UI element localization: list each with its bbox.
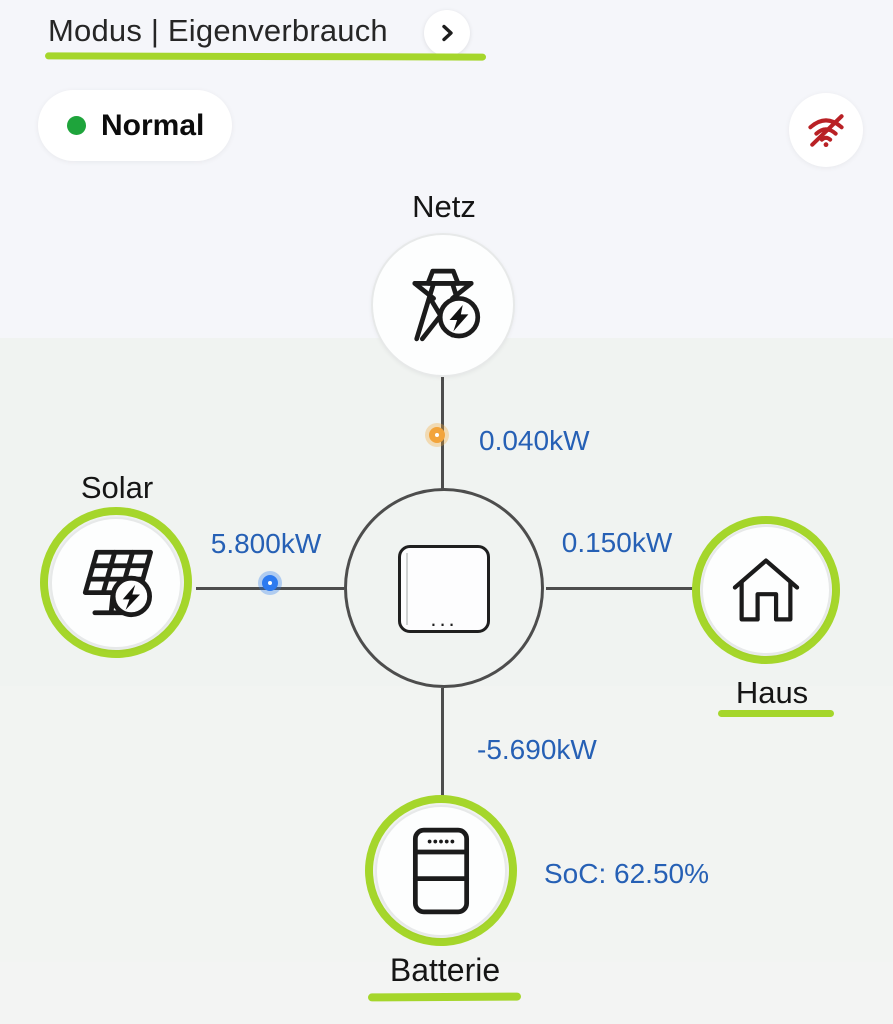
status-label: Normal [101,108,205,142]
flow-indicator-solar [262,575,278,591]
house-node[interactable] [701,525,831,655]
solar-node-label: Solar [80,470,154,505]
annotation-underline-haus [718,710,834,717]
battery-icon [403,822,479,920]
grid-power-value: 0.040kW [479,425,590,456]
flow-line-battery [441,688,444,800]
house-node-label: Haus [735,675,809,710]
grid-node[interactable] [371,233,515,377]
page-title: Modus | Eigenverbrauch [48,13,388,48]
annotation-underline-batterie [367,992,522,1002]
inverter-dots: ... [430,606,458,631]
battery-soc-value: SoC: 62.50% [544,858,709,889]
wifi-off-icon [804,108,848,152]
mode-detail-button[interactable] [424,10,470,56]
battery-node-label: Batterie [389,952,501,988]
solar-power-value: 5.800kW [210,528,322,559]
inverter-icon[interactable]: ... [398,545,490,633]
solar-node[interactable] [50,517,182,649]
power-tower-icon [396,258,490,352]
chevron-right-icon [435,21,459,45]
wifi-status-button[interactable] [789,93,863,167]
inverter-hub-circle [344,488,544,688]
annotation-underline-header [44,52,487,61]
battery-node[interactable] [375,805,507,937]
status-dot-icon [67,116,86,135]
status-badge: Normal [38,90,232,161]
flow-line-house [546,587,696,590]
house-power-value: 0.150kW [561,527,673,558]
flow-indicator-grid [429,427,445,443]
grid-node-label: Netz [412,189,476,224]
battery-power-value: -5.690kW [477,734,597,765]
solar-panel-icon [68,535,164,631]
house-icon [724,548,808,632]
